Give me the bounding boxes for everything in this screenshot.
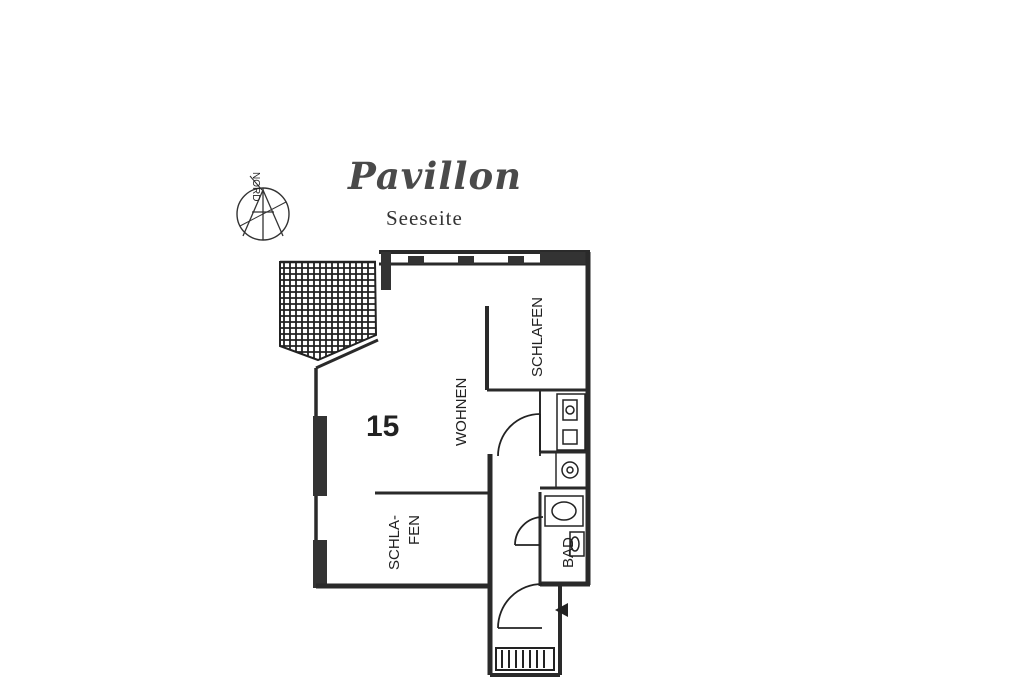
outer-walls	[313, 250, 591, 677]
room-label-bad: BAD	[560, 537, 577, 568]
building-title: Pavillon	[348, 154, 523, 198]
compass-label: NORD	[250, 172, 261, 201]
room-label-wohnen: WOHNEN	[453, 378, 470, 446]
building-subtitle: Seeseite	[386, 206, 463, 230]
room-label-schlafen-bottom-2: FEN	[406, 515, 423, 545]
room-label-schlafen-top: SCHLAFEN	[529, 297, 546, 377]
kitchen-unit	[556, 393, 586, 479]
room-label-schlafen-bottom-1: SCHLA-	[386, 515, 403, 570]
north-arrow-icon	[236, 175, 290, 241]
apartment-number: 15	[366, 410, 399, 443]
entry-arrow-icon	[555, 603, 568, 617]
doors	[497, 413, 544, 629]
interior-walls	[375, 306, 588, 586]
entrance-grate	[495, 647, 555, 671]
terrace	[279, 260, 378, 362]
bathroom-fixtures	[544, 495, 585, 557]
